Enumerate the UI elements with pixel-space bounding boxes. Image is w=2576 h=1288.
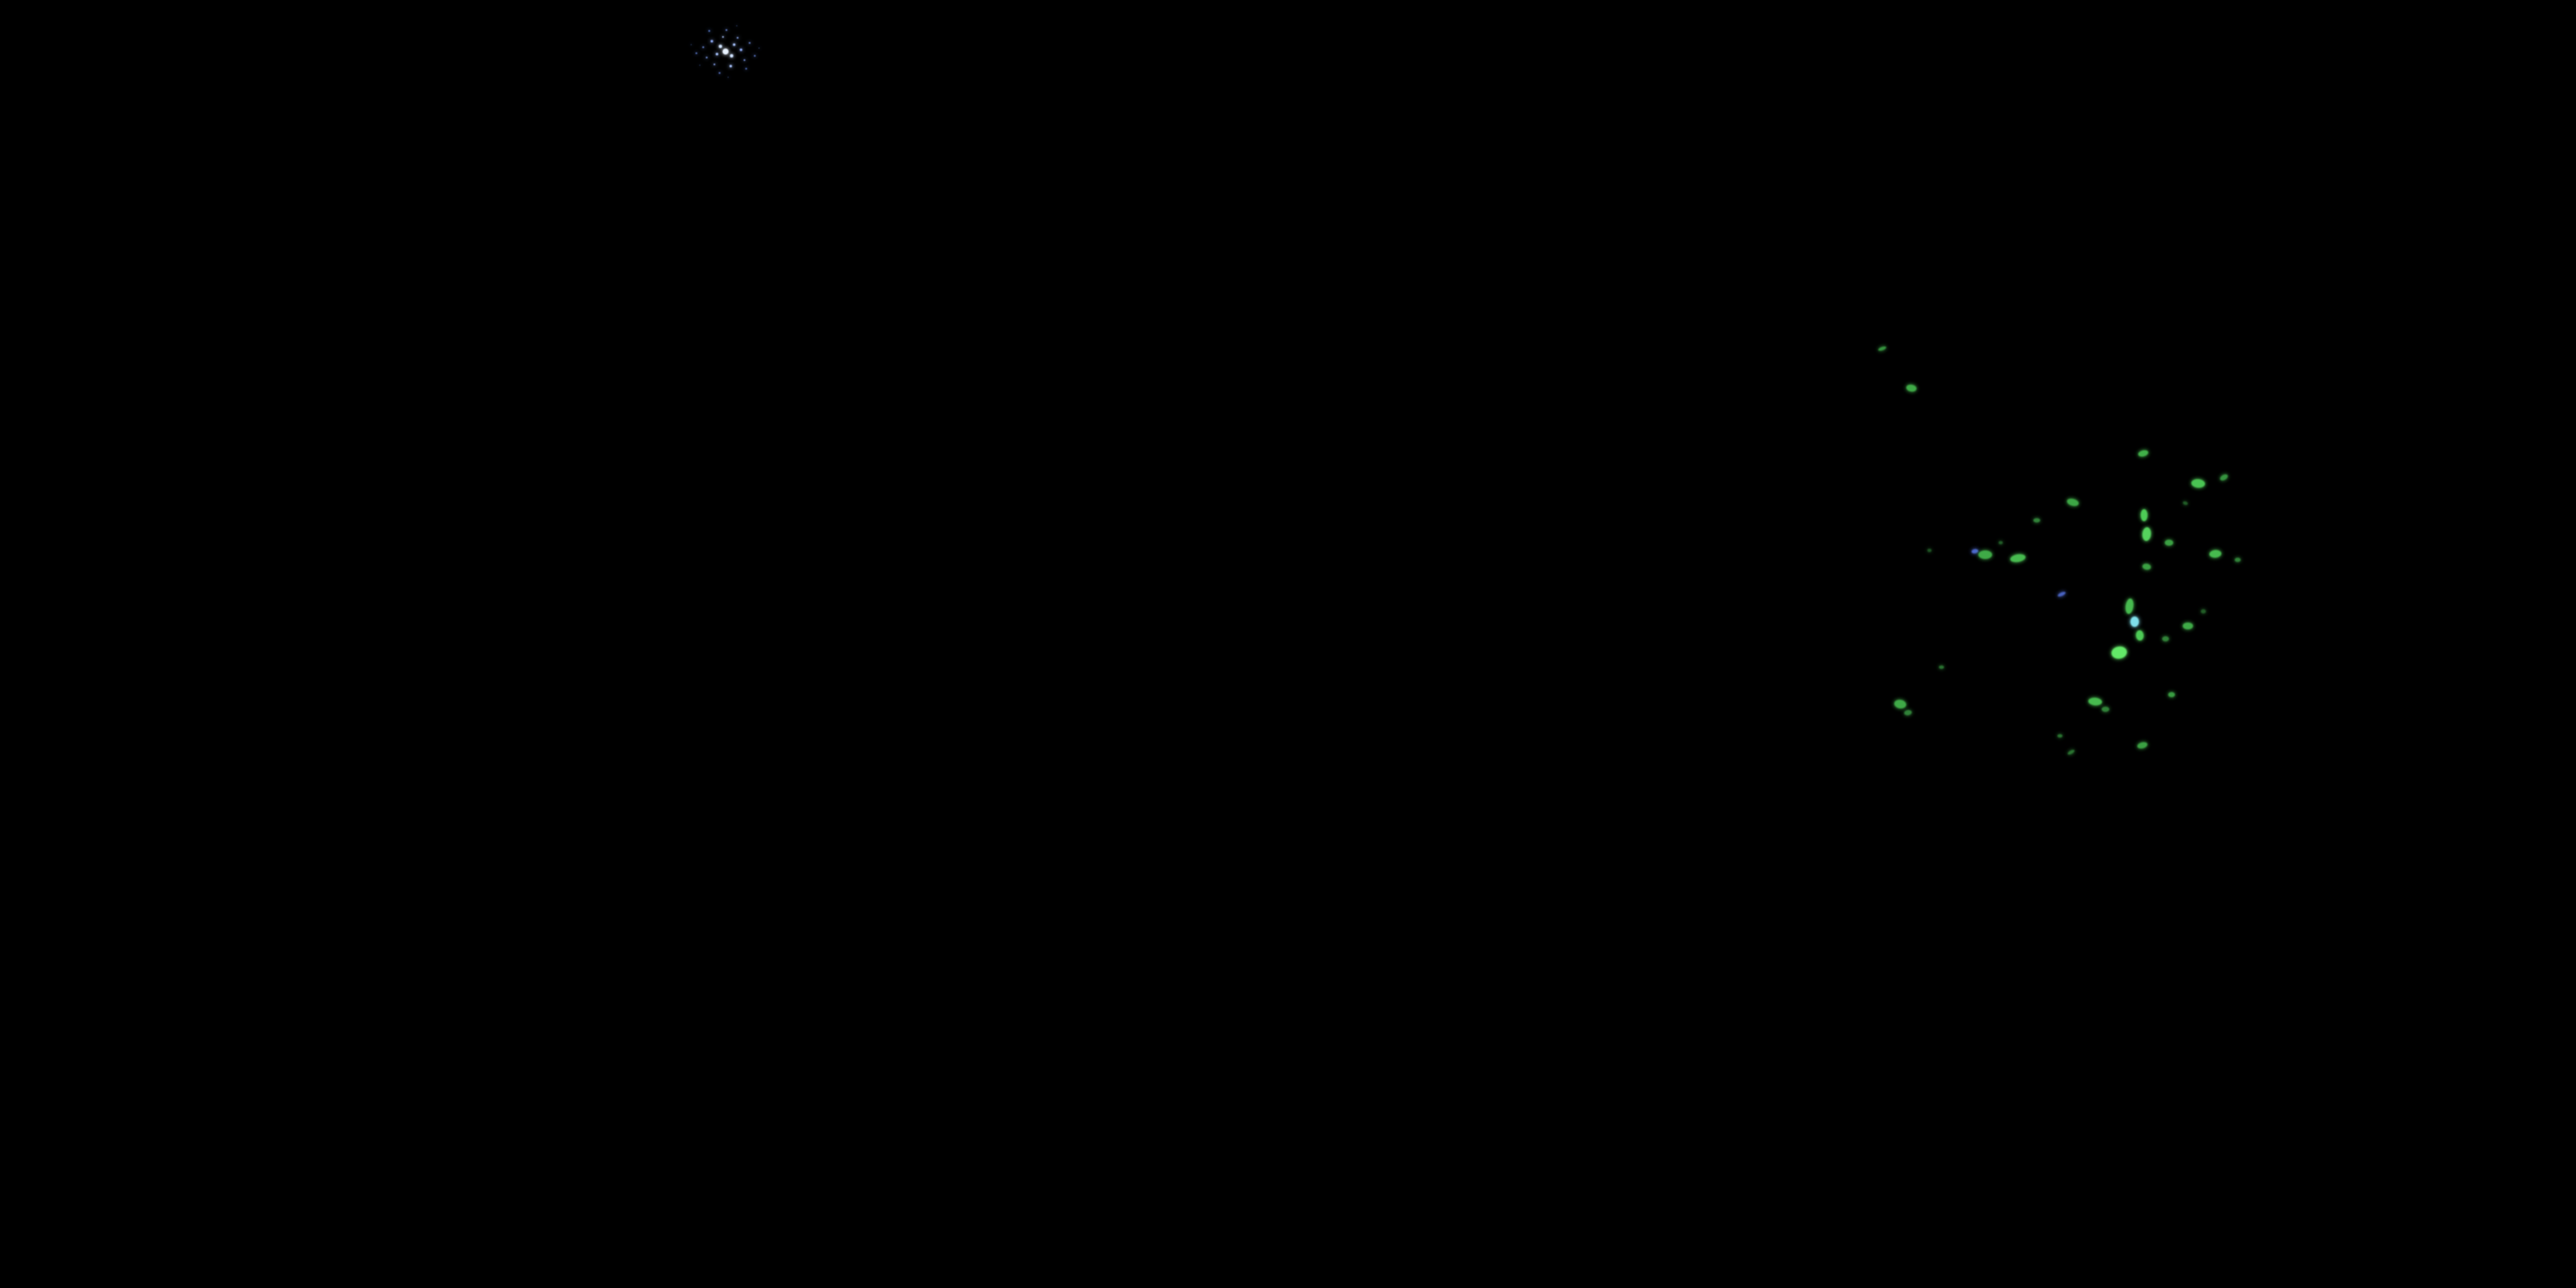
fluorescent-speck [2135,629,2145,641]
fluorescent-speck [2057,591,2067,598]
fluorescent-speck [2142,526,2152,542]
burst-dot [732,43,736,46]
fluorescent-speck [1998,541,2003,544]
burst-dot [699,64,701,66]
fluorescent-speck [1905,384,1917,392]
burst-dot [730,54,733,58]
burst-dot [719,72,720,74]
fluorescent-speck [2219,472,2229,483]
fluorescent-speck [2033,518,2040,523]
fluorescent-speck [2165,539,2173,546]
burst-dot [708,30,710,32]
burst-dot [754,55,756,57]
fluorescent-speck [1927,549,1932,552]
fluorescent-speck [2208,549,2222,559]
fluorescent-speck [2201,609,2206,614]
fluorescent-speck [1877,345,1887,352]
fluorescent-speck [2087,696,2103,707]
burst-dot [729,64,732,68]
fluorescent-speck [2182,501,2189,506]
burst-dot [737,37,738,39]
fluorescent-speck [2066,497,2080,507]
fluorescent-speck [1971,548,1979,555]
burst-dot [714,64,715,65]
fluorescent-speck [1904,709,1912,716]
burst-dot [745,68,747,70]
burst-dot [739,48,743,52]
burst-dot [696,52,697,54]
burst-dot [758,47,760,49]
burst-dot [706,57,708,58]
fluorescent-speck [1939,665,1944,669]
burst-dot [726,29,727,31]
fluorescent-speck [2183,623,2193,629]
burst-dot [710,39,714,43]
fluorescent-speck [2124,598,2135,615]
burst-dot [749,42,750,44]
fluorescent-speck [2110,645,2129,660]
burst-dot [722,36,724,38]
fluorescent-speck [2057,734,2063,738]
burst-dot [744,59,745,61]
fluorescent-speck [2136,741,2148,750]
fluorescent-speck [1893,698,1907,710]
burst-dot [702,46,704,48]
fluorescent-speck [2234,557,2241,562]
fluorescent-speck [2130,617,2139,627]
fluorescent-speck [2067,749,2075,756]
burst-dot [690,44,692,46]
burst-dot [715,52,719,56]
fluorescent-speck [1978,550,1992,559]
fluorescent-speck [2141,509,2148,521]
burst-dot [719,45,722,48]
fluorescent-speck [2137,449,2149,458]
burst-dot [727,76,729,78]
fluorescent-speck [2142,562,2152,571]
burst-dot [736,25,738,27]
burst-dot [722,48,729,55]
fluorescent-speck [2162,636,2169,641]
fluorescent-speck [2101,707,2110,712]
fluorescent-speck [2190,478,2206,489]
fluorescent-speck [2009,553,2026,563]
fluorescent-speck [2168,692,2175,697]
